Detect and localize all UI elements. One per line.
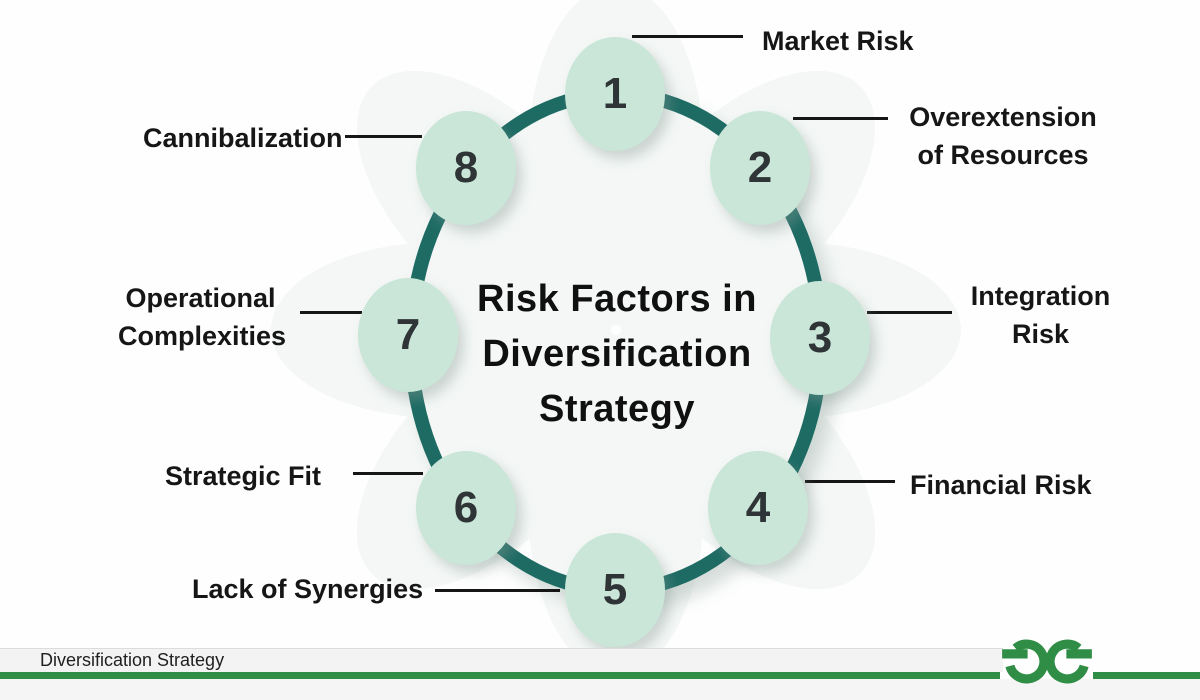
factor-node-3: 3 — [770, 281, 870, 395]
factor-label-operational-complexities: Operational Complexities — [118, 283, 287, 351]
factor-label-strategic-fit: Strategic Fit — [165, 461, 322, 491]
connector-operational-complexities — [300, 311, 362, 314]
factor-label-integration-risk: Integration Risk — [970, 281, 1111, 349]
factor-node-2: 2 — [710, 111, 810, 225]
factor-number: 3 — [807, 313, 833, 362]
footer-caption: Diversification Strategy — [40, 650, 225, 670]
title-line-3: Strategy — [538, 388, 696, 430]
footer-divider-left — [0, 672, 1000, 679]
diagram-title: Risk Factors in Diversification Strategy — [430, 272, 804, 437]
footer-divider-right — [1093, 672, 1200, 679]
connector-integration-risk — [867, 311, 952, 314]
connector-financial-risk — [805, 480, 895, 483]
factor-label-lack-of-synergies: Lack of Synergies — [192, 574, 424, 604]
factor-label-market-risk: Market Risk — [762, 26, 914, 56]
footer-bottom-strip — [0, 679, 1200, 700]
connector-market-risk — [632, 35, 743, 38]
footer-caption-bar — [0, 648, 1003, 672]
factor-number: 6 — [453, 483, 479, 532]
factor-label-cannibalization: Cannibalization — [143, 123, 343, 153]
factor-node-7: 7 — [358, 278, 458, 392]
title-line-1: Risk Factors in — [477, 278, 757, 320]
connector-strategic-fit — [353, 472, 423, 475]
factor-node-5: 5 — [565, 533, 665, 647]
geeksforgeeks-logo — [1002, 636, 1092, 687]
title-line-2: Diversification — [482, 333, 752, 375]
factor-node-8: 8 — [416, 111, 516, 225]
factor-number: 7 — [395, 310, 421, 359]
connector-overextension — [793, 117, 888, 120]
factor-number: 1 — [602, 69, 628, 118]
factor-number: 8 — [453, 143, 479, 192]
factor-label-financial-risk: Financial Risk — [910, 470, 1092, 500]
factor-number: 4 — [745, 483, 771, 532]
connector-lack-of-synergies — [435, 589, 560, 592]
connector-cannibalization — [345, 135, 422, 138]
factor-number: 2 — [747, 143, 773, 192]
factor-node-4: 4 — [708, 451, 808, 565]
factor-number: 5 — [602, 565, 628, 614]
factor-label-overextension: Overextension of Resources — [909, 102, 1097, 170]
factor-node-1: 1 — [565, 37, 665, 151]
factor-node-6: 6 — [416, 451, 516, 565]
